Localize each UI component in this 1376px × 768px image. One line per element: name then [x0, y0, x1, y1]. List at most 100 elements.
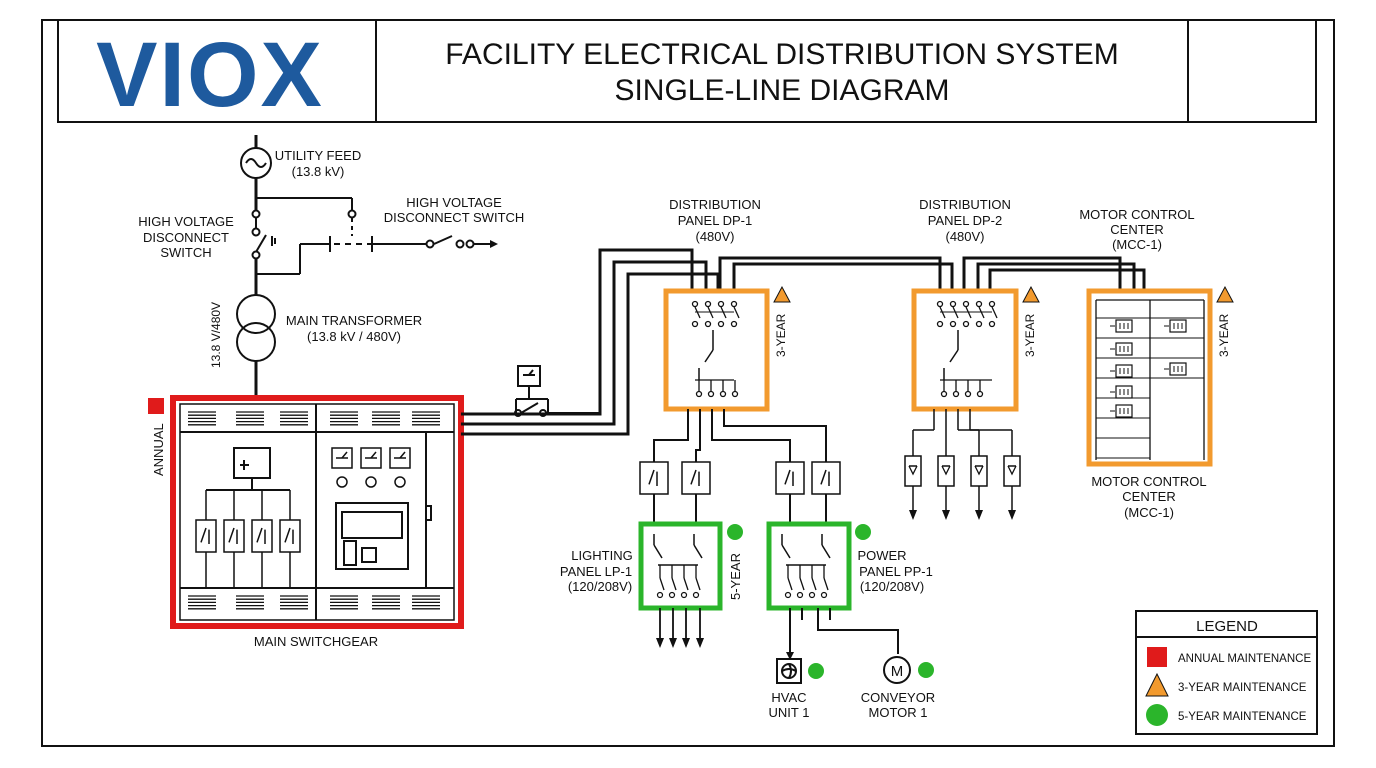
terminal [936, 300, 944, 308]
mcc-bottom-label-l2: CENTER [1122, 489, 1175, 504]
wire-line [811, 577, 817, 591]
mcc-top-label-l2: CENTER [1110, 222, 1163, 237]
dp1-label-l2: PANEL DP-1 [678, 213, 752, 228]
terminal [976, 390, 984, 398]
arrow-head [696, 638, 704, 648]
pp1-label-l3: (120/208V) [860, 579, 924, 594]
wire-line [693, 544, 703, 559]
terminal [695, 390, 703, 398]
starter-icon [1115, 364, 1133, 378]
wire-line [671, 577, 677, 591]
hvac-unit-icon [776, 658, 802, 684]
lp1-maintenance-label: 5-YEAR [728, 553, 743, 600]
switchgear-maintenance-label: ANNUAL [151, 423, 166, 476]
starter-icon [1169, 362, 1187, 376]
wire-line [823, 577, 829, 591]
dp2-label-l3: (480V) [945, 229, 984, 244]
wire-line [733, 306, 740, 319]
transformer-side-label: 13.8 V/480V [209, 302, 223, 368]
wire-line [695, 577, 701, 591]
wire-line [653, 544, 663, 559]
fuse-icon [1003, 455, 1021, 487]
knob-icon [394, 476, 406, 488]
breaker-box [681, 461, 711, 495]
hv-disconnect-right-l2: DISCONNECT SWITCH [384, 210, 525, 225]
wire-line [228, 527, 235, 543]
terminal [704, 300, 712, 308]
transformer-primary-coil [236, 294, 276, 334]
arrow-head [682, 638, 690, 648]
starter-icon [1169, 319, 1187, 333]
conveyor-motor-icon [883, 656, 911, 684]
motor-control-center: MOTOR CONTROL CENTER (MCC-1) 3-YEAR MOTO… [1079, 207, 1234, 520]
diode-symbol [908, 465, 918, 476]
terminal [680, 591, 688, 599]
terminal [717, 320, 725, 328]
distribution-panel-dp1: DISTRIBUTION PANEL DP-1 (480V) 3-YEAR [663, 197, 791, 412]
knob-icon [336, 476, 348, 488]
mcc-top-label-l1: MOTOR CONTROL [1079, 207, 1194, 222]
wire-line [781, 544, 791, 559]
fuse-icon [970, 455, 988, 487]
starter-icon [1115, 342, 1133, 356]
terminal [796, 591, 804, 599]
title-line-2: SINGLE-LINE DIAGRAM [614, 74, 949, 107]
terminal [949, 300, 957, 308]
terminal [949, 320, 957, 328]
wire-line [991, 306, 998, 319]
conveyor-label-l2: MOTOR 1 [869, 705, 928, 720]
motor-symbol: M [891, 663, 904, 680]
meter-icon [360, 447, 382, 469]
dp2-maintenance-label: 3-YEAR [1023, 313, 1037, 357]
title-line-1: FACILITY ELECTRICAL DISTRIBUTION SYSTEM [445, 38, 1118, 71]
wire-line [256, 527, 263, 543]
wire-line [949, 349, 959, 363]
wire-line [820, 469, 827, 485]
wire-line [690, 469, 697, 485]
transformer-secondary-coil [236, 322, 276, 362]
switchgear-vents [188, 411, 440, 610]
dp1-maintenance-label: 3-YEAR [774, 313, 788, 357]
terminal [988, 300, 996, 308]
hv-switch-blade-left [255, 234, 267, 253]
power-panel-pp1: POWER PANEL PP-1 (120/208V) [766, 521, 933, 660]
wire-line [200, 527, 207, 543]
arrow-head [669, 638, 677, 648]
wire-line [704, 349, 714, 363]
arrow-head [942, 510, 950, 520]
main-switchgear: ANNUAL MAIN SWITCHGEAR [148, 395, 464, 649]
wire-line [284, 527, 291, 543]
breaker-box [775, 461, 805, 495]
lp1-label-l2: PANEL LP-1 [560, 564, 632, 579]
legend-5year-label: 5-YEAR MAINTENANCE [1178, 711, 1307, 723]
wire-line [683, 577, 689, 591]
dp2-maintenance-triangle [1022, 285, 1040, 303]
dp1-label-l1: DISTRIBUTION [669, 197, 761, 212]
dp2-loads [904, 409, 1021, 520]
legend-annual-label: ANNUAL MAINTENANCE [1178, 653, 1311, 665]
terminal [952, 390, 960, 398]
diode-symbol [974, 465, 984, 476]
legend-circle-icon [1146, 704, 1168, 726]
loads: HVAC UNIT 1 M CONVEYOR MOTOR 1 [769, 656, 935, 720]
terminal [962, 320, 970, 328]
legend-3year-label: 3-YEAR MAINTENANCE [1178, 682, 1307, 694]
terminal [784, 591, 792, 599]
legend-triangle-icon [1145, 672, 1169, 697]
terminal [691, 300, 699, 308]
terminal [808, 591, 816, 599]
mcc-bottom-label-l3: (MCC-1) [1124, 505, 1174, 520]
terminal [988, 320, 996, 328]
lp1-maintenance-circle [727, 524, 743, 540]
terminal [962, 300, 970, 308]
terminal [719, 390, 727, 398]
pp1-label-l1: POWER [857, 548, 906, 563]
hvac-label-l2: UNIT 1 [769, 705, 810, 720]
wire-line [659, 577, 665, 591]
terminal [730, 320, 738, 328]
lp1-label-l3: (120/208V) [568, 579, 632, 594]
hv-switch-blade-right [433, 235, 453, 245]
mcc-maintenance-triangle [1216, 285, 1234, 303]
terminal [940, 390, 948, 398]
hv-disconnect-left-l3: SWITCH [160, 245, 211, 260]
